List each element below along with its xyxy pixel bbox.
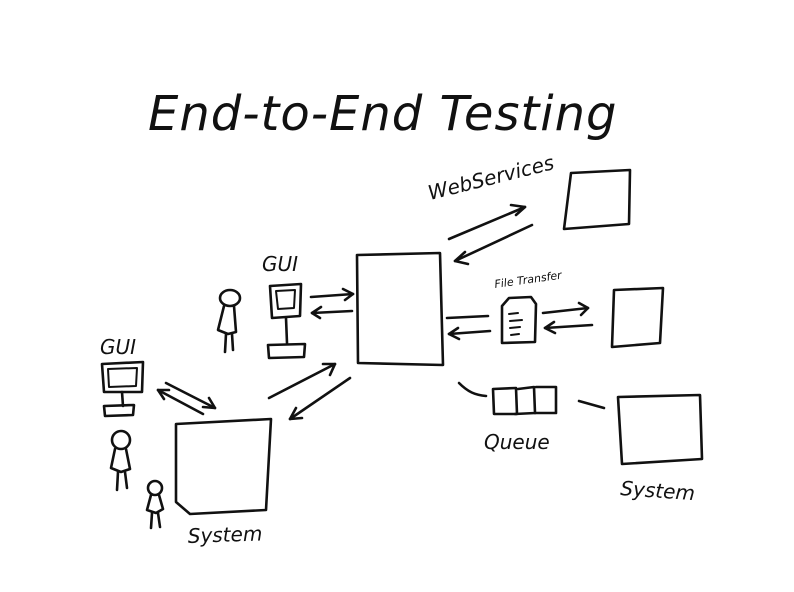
arrowhead-file-to-system: [577, 301, 590, 317]
monitor-screen: [275, 289, 296, 310]
arrow-system-to-gui: [156, 388, 205, 416]
label-web-services: WebServices: [425, 150, 556, 205]
person-head: [146, 479, 164, 497]
arrow-central-to-file: [445, 314, 490, 320]
person-legs: [115, 470, 129, 492]
queue-icon: [491, 385, 558, 416]
system-central-arrows: [267, 362, 352, 421]
arrow-gui-to-system: [164, 381, 217, 410]
monitor-icon-top: [266, 282, 307, 360]
person-legs: [223, 332, 235, 354]
system-box-bottom-right: [616, 393, 704, 466]
person-legs: [149, 511, 162, 530]
arrowhead-file-to-central: [447, 326, 461, 341]
arrowhead-system-to-gui: [156, 388, 171, 401]
label-queue: Queue: [484, 430, 550, 454]
queue-slot-3: [533, 385, 558, 415]
person-body: [216, 304, 238, 336]
file-transfer-system-box: [610, 286, 665, 349]
monitor-base: [102, 403, 136, 418]
arrowhead-from-web-services: [453, 250, 470, 266]
arrow-to-central: [309, 292, 355, 299]
arrowhead-system-to-central: [321, 362, 337, 377]
monitor-stand: [284, 316, 289, 345]
arrowhead-central-to-system: [288, 406, 304, 421]
document-outline: [500, 295, 538, 345]
label-system-bottom-left: System: [187, 521, 262, 548]
connector-central-to-queue: [457, 381, 488, 398]
arrow-system-to-central: [267, 362, 337, 400]
arrowhead-to-web-services: [509, 203, 527, 217]
label-gui-left: GUI: [100, 335, 136, 359]
web-services-arrows: [447, 203, 534, 266]
document-lines: [508, 312, 523, 336]
monitor-frame: [100, 360, 145, 394]
arrow-from-central: [310, 309, 354, 315]
system-box-bottom-left: [174, 417, 273, 516]
arrowhead-system-to-file: [543, 320, 557, 335]
person-icon-left: [109, 429, 132, 492]
monitor-stand: [120, 390, 125, 408]
person-icon-small: [145, 479, 165, 530]
file-transfer-arrows-left: [445, 314, 492, 341]
arrow-file-to-central: [447, 329, 492, 336]
arrow-system-to-file: [543, 323, 594, 330]
monitor-frame: [268, 282, 303, 320]
arrow-to-web-services: [447, 205, 527, 241]
arrow-file-to-system: [541, 306, 590, 315]
person-icon-top: [216, 288, 242, 354]
monitor-icon-left: [100, 360, 145, 418]
central-system-box: [355, 251, 445, 367]
person-body: [145, 493, 165, 515]
arrow-central-to-system: [288, 376, 352, 421]
person-head: [218, 288, 242, 308]
monitor-base: [266, 342, 307, 360]
person-head: [110, 429, 132, 451]
arrowhead-from-central: [310, 305, 323, 320]
monitor-screen: [107, 367, 138, 388]
gui-top-arrows: [309, 287, 355, 320]
document-icon: [500, 295, 538, 345]
gui-left-arrows: [156, 381, 217, 416]
web-services-system-box: [562, 168, 632, 231]
label-gui-top: GUI: [262, 252, 298, 276]
diagram-title: End-to-End Testing: [148, 86, 618, 142]
queue-slot-2: [513, 385, 537, 416]
label-system-bottom-right: System: [620, 476, 696, 505]
queue-slot-1: [491, 386, 519, 416]
connector-queue-to-system: [577, 399, 606, 410]
label-file-transfer: File Transfer: [494, 268, 564, 291]
arrowhead-gui-to-system: [201, 396, 217, 410]
person-body: [109, 447, 132, 474]
arrowhead-to-central: [341, 287, 355, 302]
arrow-from-web-services: [453, 223, 534, 263]
file-transfer-arrows-right: [541, 301, 594, 335]
